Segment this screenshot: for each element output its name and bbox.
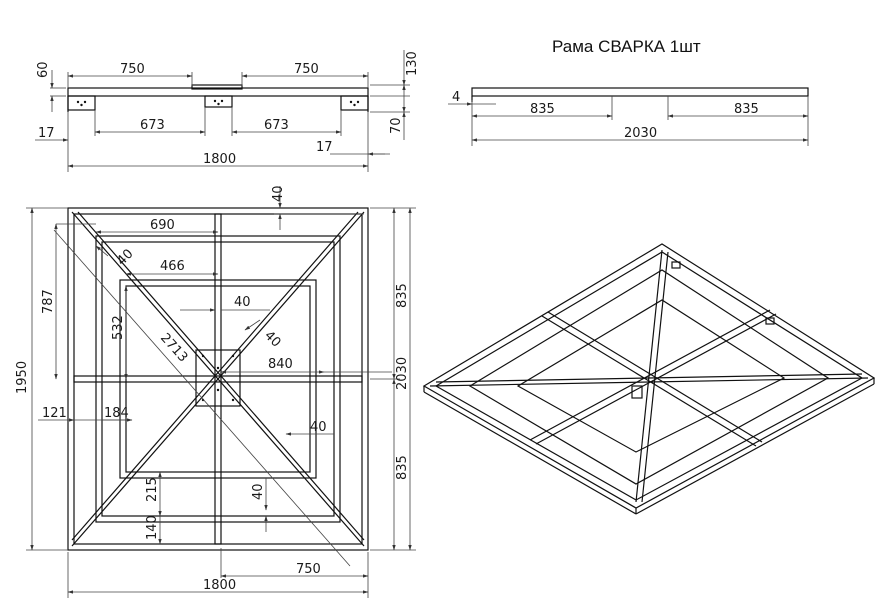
- dim-plan-840: 840: [268, 357, 293, 372]
- plan-view-dimension-labels: 40 690 40 466 787 532 40 40 2713 840 195…: [15, 185, 410, 593]
- dim-plan-40-top: 40: [271, 185, 286, 202]
- plan-center-beam-horizontal: [73, 375, 363, 383]
- dim-plan-532: 532: [111, 315, 126, 340]
- dim-side-17-a: 17: [38, 126, 55, 141]
- isometric-view: [422, 243, 875, 515]
- dim-plan-835-upper: 835: [395, 283, 410, 308]
- iso-diagonal-b: [635, 249, 663, 503]
- dim-front-2030: 2030: [624, 126, 657, 141]
- dim-plan-40-right: 40: [310, 420, 327, 435]
- side-view-plate-left: [67, 95, 96, 111]
- front-view-dimension-lines: [448, 96, 809, 146]
- dim-plan-750: 750: [296, 562, 321, 577]
- dim-plan-690: 690: [150, 218, 175, 233]
- side-view: [67, 84, 369, 112]
- dim-plan-184: 184: [104, 406, 129, 421]
- dim-plan-2030: 2030: [395, 357, 410, 390]
- side-view-dimension-lines: [35, 50, 410, 172]
- dim-side-750-a: 750: [120, 62, 145, 77]
- front-view-beam: [471, 87, 809, 97]
- dim-front-835-a: 835: [530, 102, 555, 117]
- side-view-plate-right: [340, 95, 369, 111]
- plan-center-plate: [195, 349, 241, 407]
- dim-plan-1800: 1800: [203, 578, 236, 593]
- dim-plan-40-bottom: 40: [251, 483, 266, 500]
- iso-inner-frame: [516, 299, 786, 453]
- plan-center-beam-vertical: [214, 213, 222, 545]
- plan-inner-frame: [119, 279, 317, 479]
- plan-view-dimension-lines: [26, 186, 416, 598]
- plan-view: [67, 207, 369, 551]
- dim-side-673-b: 673: [264, 118, 289, 133]
- dim-plan-40-center-diag: 40: [261, 328, 283, 350]
- dim-plan-1950: 1950: [15, 361, 30, 394]
- dim-side-17-b: 17: [316, 140, 333, 155]
- dim-side-750-b: 750: [294, 62, 319, 77]
- dim-side-60: 60: [36, 61, 51, 78]
- dim-plan-140: 140: [145, 515, 160, 540]
- dim-side-673-a: 673: [140, 118, 165, 133]
- front-view-dimension-labels: 4 835 835 2030: [452, 90, 759, 141]
- plan-outer-frame: [67, 207, 369, 551]
- dim-plan-787: 787: [41, 289, 56, 314]
- dim-plan-40-diag: 40: [114, 247, 136, 269]
- dim-side-70: 70: [389, 117, 404, 134]
- side-view-dimension-labels: 750 750 60 130 673 673 17 17 70 1800: [36, 51, 420, 167]
- front-view: [471, 87, 809, 102]
- iso-center-beam-b: [529, 309, 771, 441]
- dim-plan-835-lower: 835: [395, 455, 410, 480]
- dim-plan-121: 121: [42, 406, 67, 421]
- dim-plan-466: 466: [160, 259, 185, 274]
- plan-mid-frame-inner: [101, 241, 335, 517]
- dim-side-1800: 1800: [203, 152, 236, 167]
- dim-front-835-b: 835: [734, 102, 759, 117]
- dim-side-130: 130: [405, 51, 420, 76]
- iso-diagonal-a: [429, 377, 869, 387]
- dim-plan-215: 215: [145, 477, 160, 502]
- drawing-title: Рама СВАРКА 1шт: [552, 37, 701, 56]
- side-view-plate-center: [204, 95, 233, 108]
- dim-front-4: 4: [452, 90, 460, 105]
- iso-mid-frame: [468, 269, 830, 485]
- plan-mid-frame: [95, 235, 341, 523]
- dim-plan-40-center: 40: [234, 295, 251, 310]
